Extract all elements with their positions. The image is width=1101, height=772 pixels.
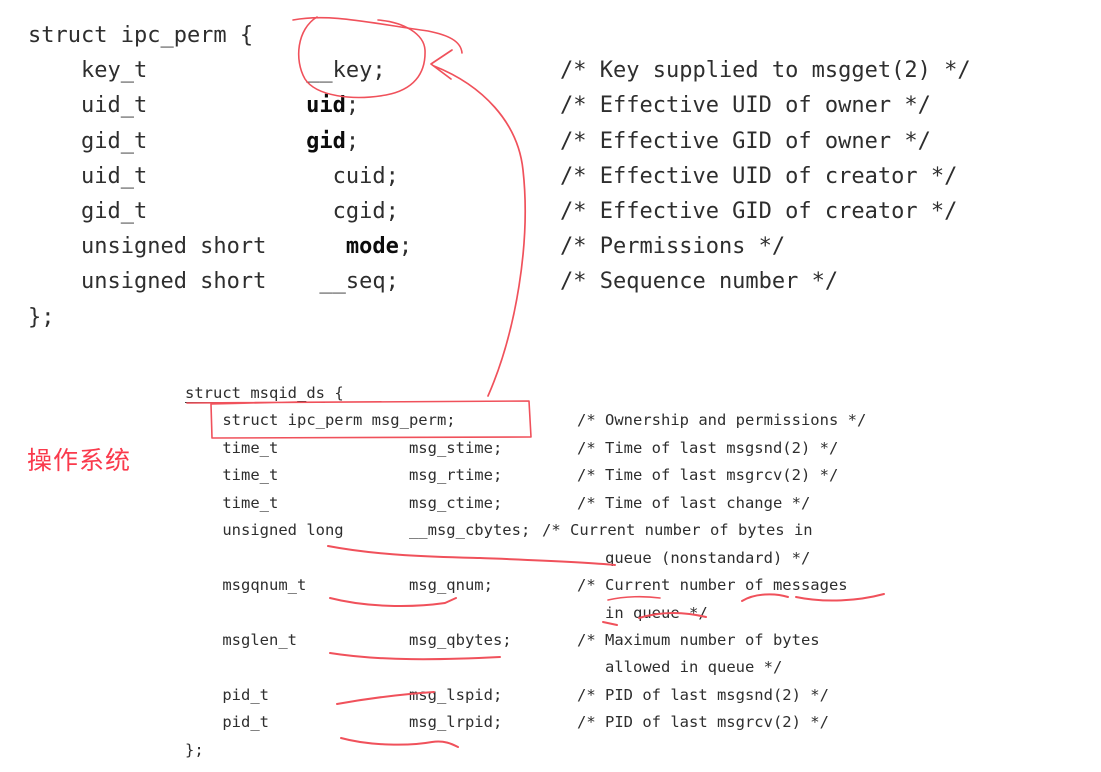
code-line: uid_t uid; /* Effective UID of owner */ — [28, 88, 931, 123]
code-comment: /* Time of last msgsnd(2) */ — [577, 438, 839, 457]
code-line: unsigned short __seq; /* Sequence number … — [28, 264, 838, 299]
code-text: gid_t cgid; — [28, 198, 399, 224]
code-line: }; — [185, 737, 530, 764]
code-line: struct ipc_perm { — [28, 18, 412, 53]
code-line: queue (nonstandard) */ — [185, 545, 810, 572]
code-comment: /* Effective UID of creator */ — [560, 163, 958, 189]
code-text: uid_t uid; — [28, 93, 360, 119]
code-line: in queue */ — [185, 600, 708, 627]
arrow-curve-msgperm-to-key-annotation — [433, 65, 526, 397]
code-comment: /* Current number of messages — [577, 576, 848, 595]
code-line: allowed in queue */ — [185, 654, 782, 681]
code-text: msgqnum_t msg_qnum; — [185, 576, 493, 595]
arrowhead-at-key-annotation — [430, 49, 453, 80]
code-comment: /* Permissions */ — [560, 234, 786, 260]
code-line: uid_t cuid; /* Effective UID of creator *… — [28, 159, 957, 194]
code-line: time_t msg_stime; /* Time of last msgsnd(… — [185, 435, 838, 462]
code-text: time_t msg_ctime; — [185, 493, 503, 512]
code-line: msglen_t msg_qbytes; /* Maximum number of… — [185, 627, 819, 654]
code-line: unsigned long __msg_cbytes; /* Current nu… — [185, 517, 812, 544]
code-comment: /* Effective UID of owner */ — [560, 93, 931, 119]
code-text: }; — [185, 740, 204, 759]
code-line: gid_t cgid; /* Effective GID of creator *… — [28, 194, 957, 229]
code-text: time_t msg_rtime; — [185, 466, 503, 485]
code-text: gid_t gid; — [28, 128, 360, 154]
code-text: pid_t msg_lrpid; — [185, 713, 503, 732]
os-label: 操作系统 — [27, 447, 132, 475]
code-comment: allowed in queue */ — [605, 658, 783, 677]
code-text: struct msqid_ds { — [185, 384, 344, 403]
code-line: struct msqid_ds { — [185, 380, 530, 407]
code-comment: /* Sequence number */ — [560, 269, 839, 295]
code-text: }; — [28, 304, 55, 330]
code-comment: /* PID of last msgsnd(2) */ — [577, 685, 829, 704]
code-line: pid_t msg_lrpid; /* PID of last msgrcv(2)… — [185, 709, 829, 736]
code-text: msglen_t msg_qbytes; — [185, 630, 512, 649]
code-comment: /* Maximum number of bytes — [577, 630, 820, 649]
code-line: pid_t msg_lspid; /* PID of last msgsnd(2)… — [185, 682, 829, 709]
code-line: gid_t gid; /* Effective GID of owner */ — [28, 124, 931, 159]
code-text: uid_t cuid; — [28, 163, 399, 189]
code-comment: in queue */ — [605, 603, 708, 622]
code-line: key_t __key; /* Key supplied to msgget(2)… — [28, 53, 971, 88]
code-line: msgqnum_t msg_qnum; /* Current number of … — [185, 572, 847, 599]
code-line: time_t msg_rtime; /* Time of last msgrcv(… — [185, 462, 838, 489]
code-text: key_t __key; — [28, 58, 386, 84]
code-text: time_t msg_stime; — [185, 438, 503, 457]
code-comment: /* PID of last msgrcv(2) */ — [577, 713, 829, 732]
code-line: }; — [28, 300, 412, 335]
code-text: pid_t msg_lspid; — [185, 685, 503, 704]
code-line: struct ipc_perm msg_perm; /* Ownership an… — [185, 407, 866, 434]
code-line: time_t msg_ctime; /* Time of last change … — [185, 490, 810, 517]
code-comment: /* Current number of bytes in — [542, 521, 813, 540]
code-comment: /* Key supplied to msgget(2) */ — [560, 58, 971, 84]
code-comment: /* Effective GID of owner */ — [560, 128, 931, 154]
code-text: unsigned short __seq; — [28, 269, 399, 295]
code-text: unsigned short mode; — [28, 234, 413, 260]
code-line: unsigned short mode; /* Permissions */ — [28, 229, 785, 264]
code-text: struct ipc_perm { — [28, 23, 254, 48]
code-comment: /* Effective GID of creator */ — [560, 198, 958, 224]
code-comment: /* Time of last msgrcv(2) */ — [577, 466, 839, 485]
code-text: struct ipc_perm msg_perm; — [185, 411, 456, 430]
code-comment: /* Time of last change */ — [577, 493, 811, 512]
struct-msqid-ds-code: struct msqid_ds { struct ipc_perm msg_pe… — [185, 380, 866, 764]
struct-ipc-perm-code: struct ipc_perm { key_t __key; /* Key sup… — [28, 18, 971, 335]
code-comment: /* Ownership and permissions */ — [577, 411, 867, 430]
code-comment: queue (nonstandard) */ — [605, 548, 811, 567]
code-text: unsigned long __msg_cbytes; — [185, 521, 531, 540]
